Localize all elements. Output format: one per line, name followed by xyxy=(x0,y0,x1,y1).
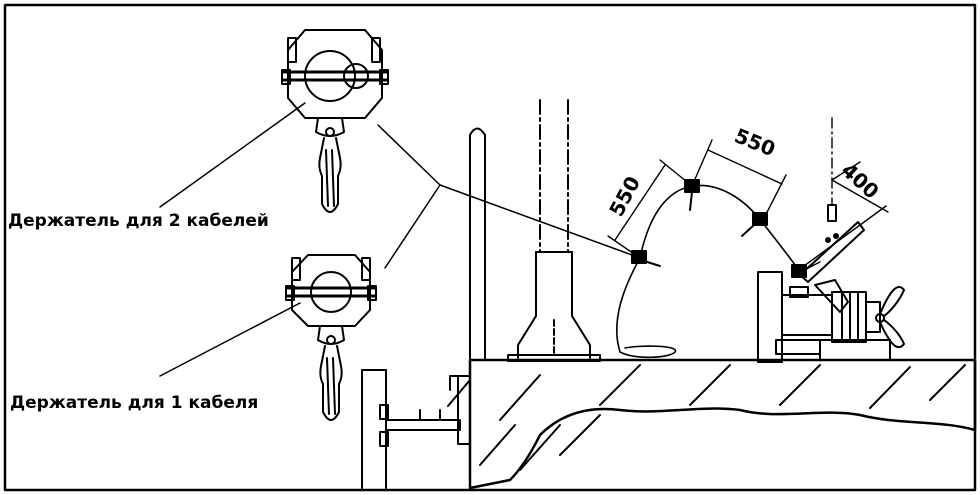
guide-column xyxy=(507,99,601,362)
cable-clamp-3 xyxy=(741,212,768,237)
cable-clamp-1 xyxy=(631,250,661,267)
submersible-mixer-icon xyxy=(757,271,905,363)
thin-pipe xyxy=(469,127,486,361)
hook-icon xyxy=(827,204,837,222)
holder-2-cables-label: Держатель для 2 кабелей xyxy=(8,211,269,231)
leader-line-2 xyxy=(159,102,306,208)
dimension-label-550-top: 550 xyxy=(731,123,779,161)
mixer-bracket xyxy=(799,221,865,283)
holder-2-cables-icon xyxy=(281,29,389,213)
holder-1-cable-label: Держатель для 1 кабеля xyxy=(10,393,259,413)
cable-path xyxy=(639,184,801,273)
frame-border xyxy=(3,3,977,492)
dimension-lines xyxy=(607,139,889,273)
leader-line-1 xyxy=(159,302,301,377)
wall-bracket xyxy=(361,369,471,489)
holder-1-cable-icon xyxy=(285,254,377,421)
dimension-label-550-left: 550 xyxy=(604,172,645,220)
dimension-label-400: 400 xyxy=(837,158,884,204)
ground-slab xyxy=(468,358,977,490)
